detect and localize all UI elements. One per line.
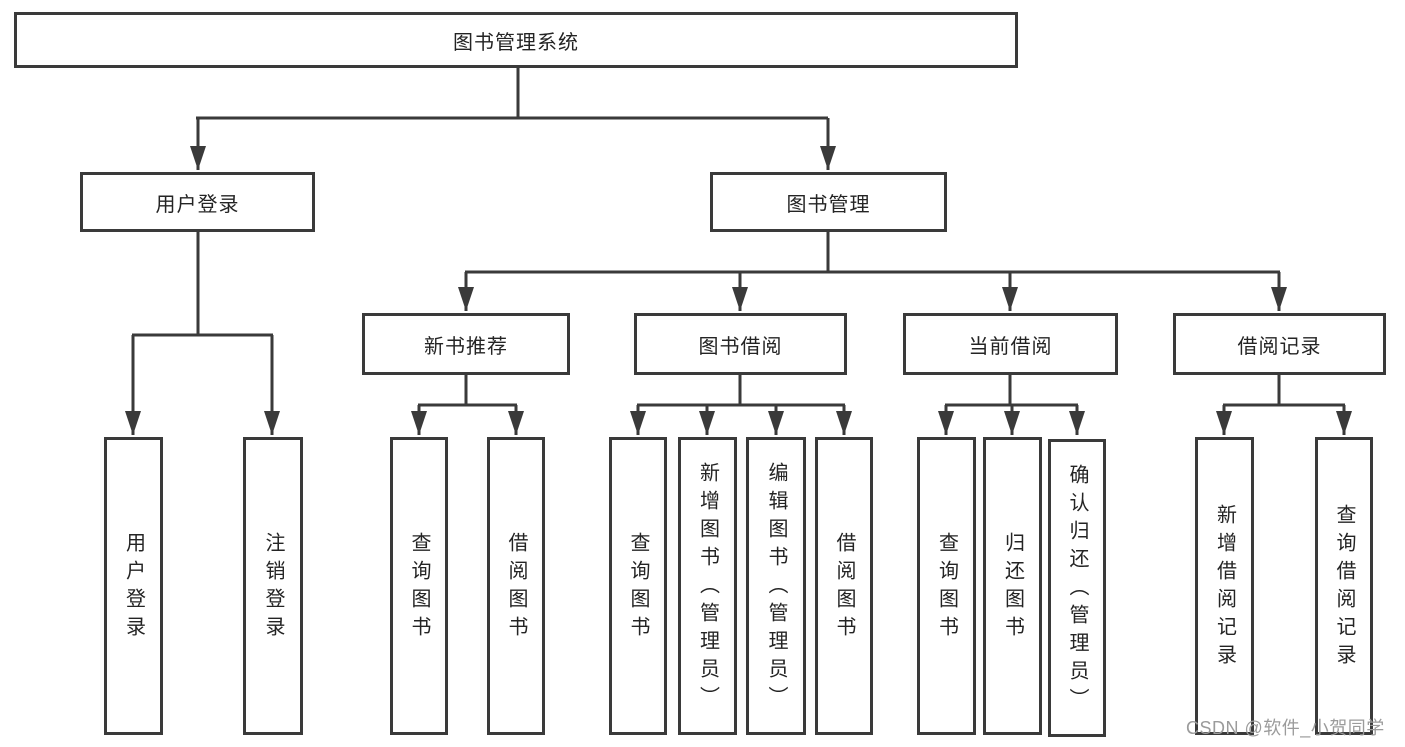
leaf-return-books-label: 归还图书 xyxy=(1001,532,1024,644)
leaf-confirm-return-admin-label: 确认归还（管理员） xyxy=(1066,464,1088,716)
node-book-borrowing: 图书借阅 xyxy=(634,313,847,375)
node-borrowing-records-label: 借阅记录 xyxy=(1237,335,1322,358)
leaf-borrow-borrow-books-label: 借阅图书 xyxy=(833,532,855,644)
node-book-management-label: 图书管理 xyxy=(786,193,871,216)
leaf-user-login: 用户登录 xyxy=(104,437,163,735)
leaf-current-query-books: 查询图书 xyxy=(917,437,976,735)
leaf-add-borrow-record: 新增借阅记录 xyxy=(1195,437,1254,735)
leaf-add-book-admin-label: 新增图书（管理员） xyxy=(696,462,719,714)
node-borrowing-records: 借阅记录 xyxy=(1173,313,1386,375)
node-new-book-recommend-label: 新书推荐 xyxy=(424,335,508,358)
node-current-borrowing: 当前借阅 xyxy=(903,313,1118,375)
leaf-newbook-query-books: 查询图书 xyxy=(390,437,448,735)
leaf-edit-book-admin: 编辑图书（管理员） xyxy=(746,437,806,735)
node-user-login: 用户登录 xyxy=(80,172,315,232)
leaf-newbook-borrow-books-label: 借阅图书 xyxy=(505,532,527,644)
leaf-logout: 注销登录 xyxy=(243,437,303,735)
leaf-borrow-borrow-books: 借阅图书 xyxy=(815,437,873,735)
leaf-logout-label: 注销登录 xyxy=(262,532,284,644)
node-library-system: 图书管理系统 xyxy=(14,12,1018,68)
node-book-borrowing-label: 图书借阅 xyxy=(698,335,783,358)
leaf-borrow-query-books: 查询图书 xyxy=(609,437,667,735)
leaf-add-borrow-record-label: 新增借阅记录 xyxy=(1213,504,1236,672)
node-library-system-label: 图书管理系统 xyxy=(453,31,579,54)
node-user-login-label: 用户登录 xyxy=(155,193,240,216)
leaf-add-book-admin: 新增图书（管理员） xyxy=(678,437,737,735)
leaf-edit-book-admin-label: 编辑图书（管理员） xyxy=(765,462,787,714)
leaf-confirm-return-admin: 确认归还（管理员） xyxy=(1048,439,1106,737)
node-new-book-recommend: 新书推荐 xyxy=(362,313,570,375)
leaf-borrow-query-books-label: 查询图书 xyxy=(627,532,649,644)
leaf-newbook-query-books-label: 查询图书 xyxy=(408,532,430,644)
node-current-borrowing-label: 当前借阅 xyxy=(968,335,1053,358)
node-book-management: 图书管理 xyxy=(710,172,947,232)
leaf-newbook-borrow-books: 借阅图书 xyxy=(487,437,545,735)
csdn-watermark: CSDN @软件_小贺同学 xyxy=(1186,718,1385,738)
leaf-query-borrow-record-label: 查询借阅记录 xyxy=(1333,504,1355,672)
leaf-current-query-books-label: 查询图书 xyxy=(935,532,958,644)
leaf-user-login-label: 用户登录 xyxy=(122,532,145,644)
leaf-return-books: 归还图书 xyxy=(983,437,1042,735)
leaf-query-borrow-record: 查询借阅记录 xyxy=(1315,437,1373,735)
